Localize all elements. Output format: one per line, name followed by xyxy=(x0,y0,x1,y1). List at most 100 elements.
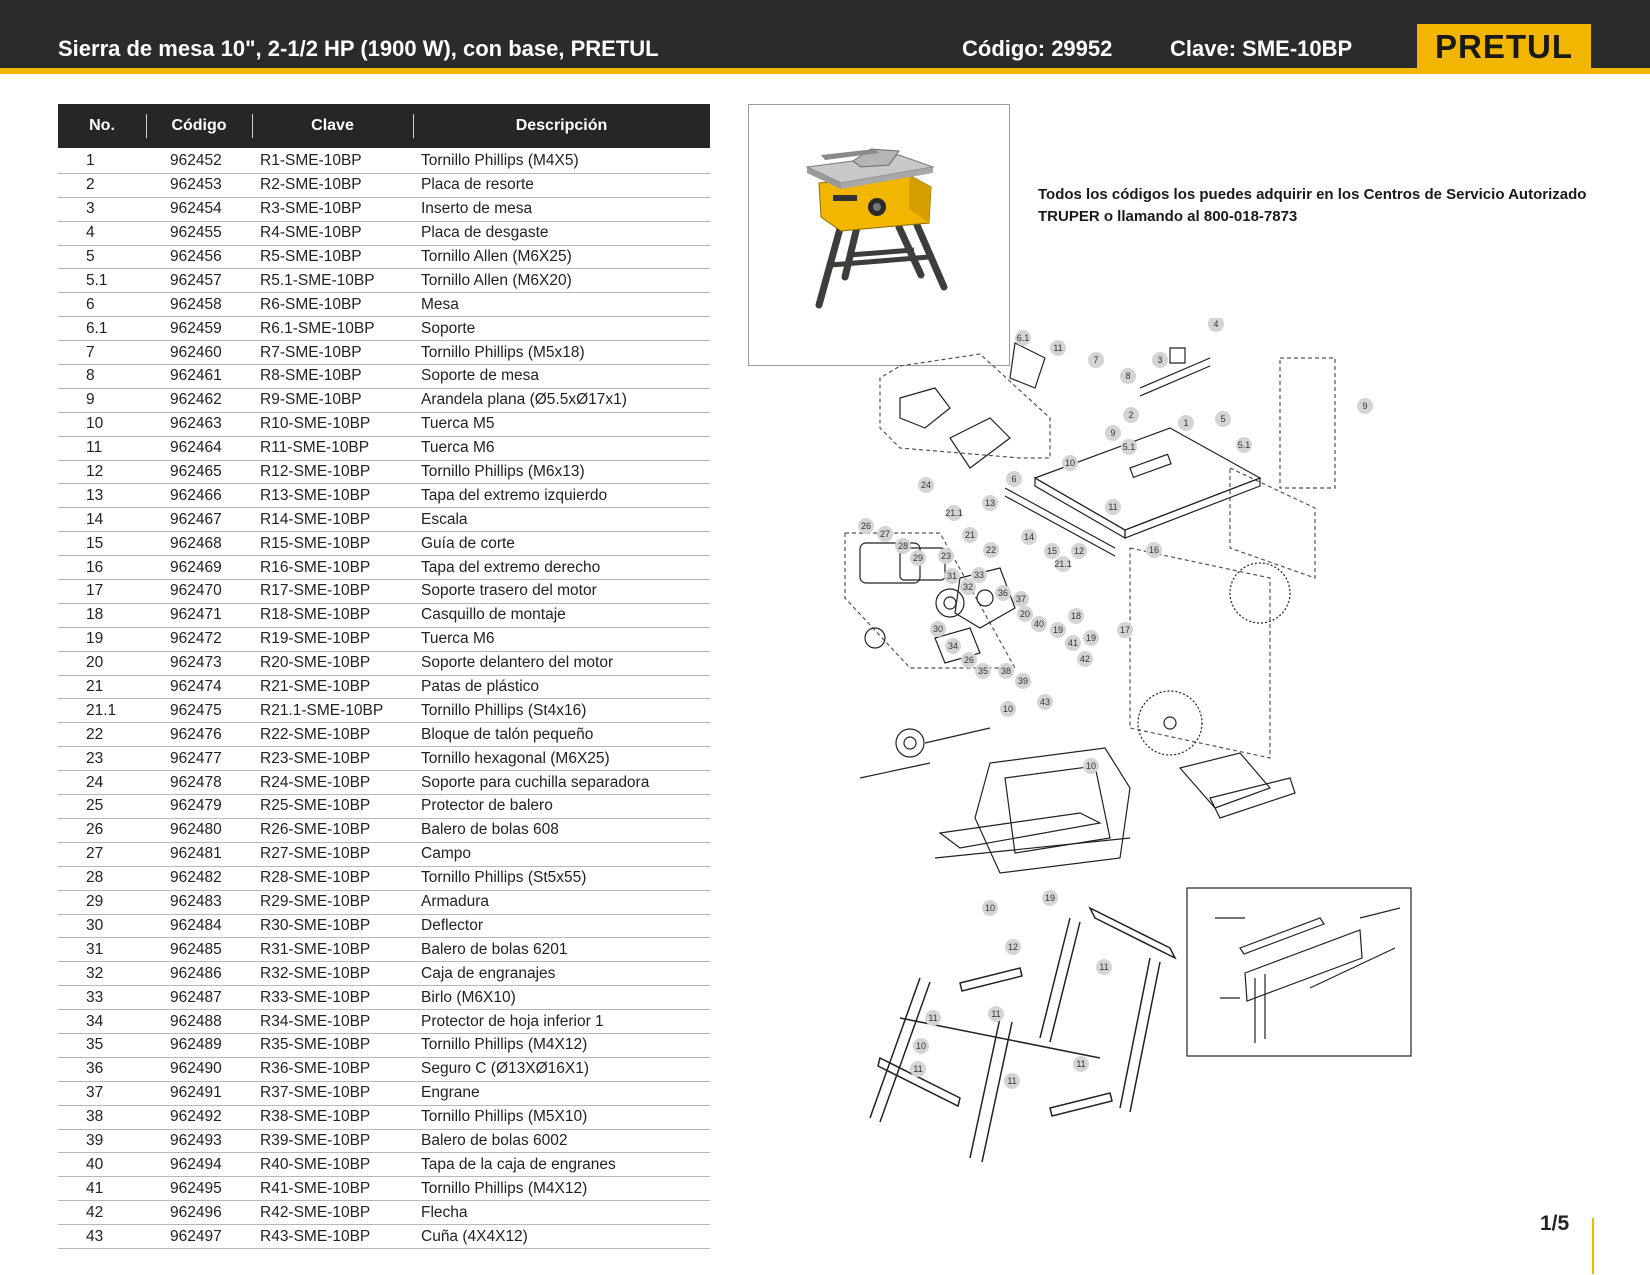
part-callout: 27 xyxy=(877,526,893,542)
part-description-cell: Tornillo Allen (M6X25) xyxy=(413,245,710,270)
part-callout: 14 xyxy=(1021,529,1037,545)
column-header-no: No. xyxy=(89,117,115,134)
part-code-cell: 962461 xyxy=(146,364,252,389)
part-key-cell: R32-SME-10BP xyxy=(252,961,413,987)
part-description-cell: Soporte de mesa xyxy=(413,364,710,389)
callout-circle xyxy=(925,1010,941,1026)
part-key-cell: R3-SME-10BP xyxy=(252,197,413,222)
part-callout: 21.1 xyxy=(945,505,963,521)
callout-label: 38 xyxy=(1001,666,1011,676)
part-number-cell: 17 xyxy=(58,579,146,604)
part-code-cell: 962468 xyxy=(146,531,252,557)
callout-circle xyxy=(1215,411,1231,427)
product-key: Clave: SME-10BP xyxy=(1170,36,1353,61)
callout-circle xyxy=(910,550,926,566)
part-key-cell: R38-SME-10BP xyxy=(252,1105,413,1130)
callout-circle xyxy=(1152,352,1168,368)
part-code-cell: 962470 xyxy=(146,579,252,604)
table-saw-image xyxy=(805,148,948,309)
callout-circle xyxy=(975,663,991,679)
callout-circle xyxy=(877,526,893,542)
callout-label: 19 xyxy=(1053,625,1063,635)
callout-label: 9 xyxy=(1110,428,1115,438)
part-callout: 19 xyxy=(1042,890,1058,906)
callout-label: 15 xyxy=(1047,546,1057,556)
part-number-cell: 5.1 xyxy=(58,268,146,294)
callout-circle xyxy=(1015,330,1031,346)
part-key-cell: R10-SME-10BP xyxy=(252,412,413,437)
part-key-cell: R7-SME-10BP xyxy=(252,340,413,366)
callout-circle xyxy=(1236,437,1252,453)
part-number-cell: 5 xyxy=(58,245,146,270)
part-callout: 36 xyxy=(995,585,1011,601)
callout-circle xyxy=(1088,352,1104,368)
part-description-cell: Flecha xyxy=(413,1200,710,1226)
callout-label: 16 xyxy=(1149,545,1159,555)
product-code: Código: 29952 xyxy=(962,36,1113,61)
callout-label: 5 xyxy=(1220,414,1225,424)
part-key-cell: R24-SME-10BP xyxy=(252,770,413,796)
part-description-cell: Patas de plástico xyxy=(413,675,710,700)
part-callout: 32 xyxy=(960,579,976,595)
callout-label: 43 xyxy=(1040,697,1050,707)
part-callout: 24 xyxy=(918,477,934,493)
callout-circle xyxy=(1120,368,1136,384)
part-description-cell: Inserto de mesa xyxy=(413,197,710,222)
column-header-codigo: Código xyxy=(146,104,252,148)
part-callout: 19 xyxy=(1083,630,1099,646)
callout-circle xyxy=(944,568,960,584)
part-code-cell: 962491 xyxy=(146,1081,252,1106)
part-callout: 12 xyxy=(1071,543,1087,559)
callout-circle xyxy=(1042,890,1058,906)
part-callout: 26 xyxy=(961,652,977,668)
part-key-cell: R11-SME-10BP xyxy=(252,436,413,461)
callout-circle xyxy=(983,542,999,558)
callout-circle xyxy=(1208,318,1224,332)
part-key-cell: R21-SME-10BP xyxy=(252,675,413,700)
part-number-cell: 6 xyxy=(58,292,146,318)
callout-circle xyxy=(945,638,961,654)
callout-circle xyxy=(1004,1073,1020,1089)
part-description-cell: Casquillo de montaje xyxy=(413,603,710,628)
part-callout: 12 xyxy=(1005,939,1021,955)
part-code-cell: 962460 xyxy=(146,340,252,366)
callout-label: 5.1 xyxy=(1238,440,1251,450)
part-number-cell: 13 xyxy=(58,483,146,509)
callout-circle xyxy=(1105,425,1121,441)
service-note: Todos los códigos los puedes adquirir en… xyxy=(1038,186,1587,225)
callout-label: 26 xyxy=(964,655,974,665)
part-number-cell: 15 xyxy=(58,531,146,557)
callout-circle xyxy=(1062,455,1078,471)
part-code-cell: 962458 xyxy=(146,292,252,318)
part-callout: 11 xyxy=(910,1061,926,1077)
part-number-cell: 25 xyxy=(58,794,146,819)
part-number-cell: 14 xyxy=(58,507,146,533)
part-number-cell: 33 xyxy=(58,985,146,1011)
callout-label: 2 xyxy=(1128,410,1133,420)
part-code-cell: 962455 xyxy=(146,221,252,246)
part-key-cell: R28-SME-10BP xyxy=(252,866,413,891)
part-key-cell: R21.1-SME-10BP xyxy=(252,698,413,724)
product-thumbnail xyxy=(748,104,1010,366)
callout-label: 19 xyxy=(1045,893,1055,903)
callout-label: 11 xyxy=(1076,1059,1085,1069)
part-callout: 18 xyxy=(1068,608,1084,624)
part-key-cell: R13-SME-10BP xyxy=(252,483,413,509)
callout-label: 35 xyxy=(978,666,988,676)
part-number-cell: 40 xyxy=(58,1152,146,1178)
part-number-cell: 18 xyxy=(58,603,146,628)
callout-circle xyxy=(1031,616,1047,632)
part-code-cell: 962485 xyxy=(146,937,252,963)
